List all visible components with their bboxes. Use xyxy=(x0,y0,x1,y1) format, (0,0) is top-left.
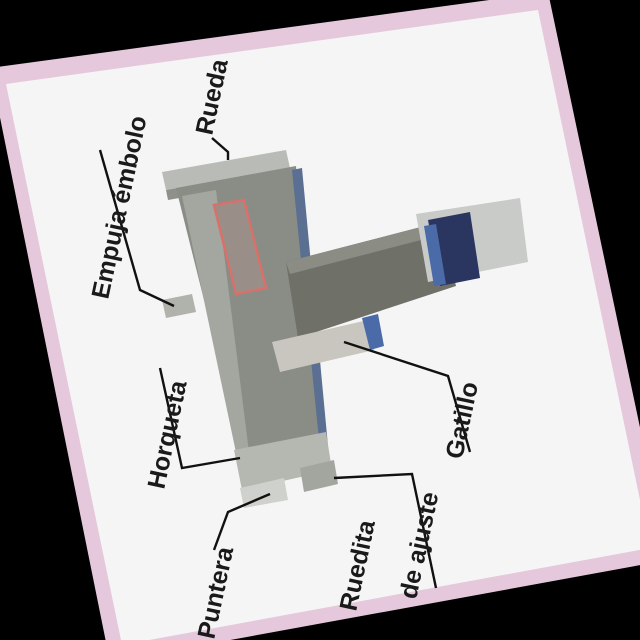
diagram-canvas: Rueda Empuja émbolo Horqueta Puntera Rue… xyxy=(0,0,640,640)
